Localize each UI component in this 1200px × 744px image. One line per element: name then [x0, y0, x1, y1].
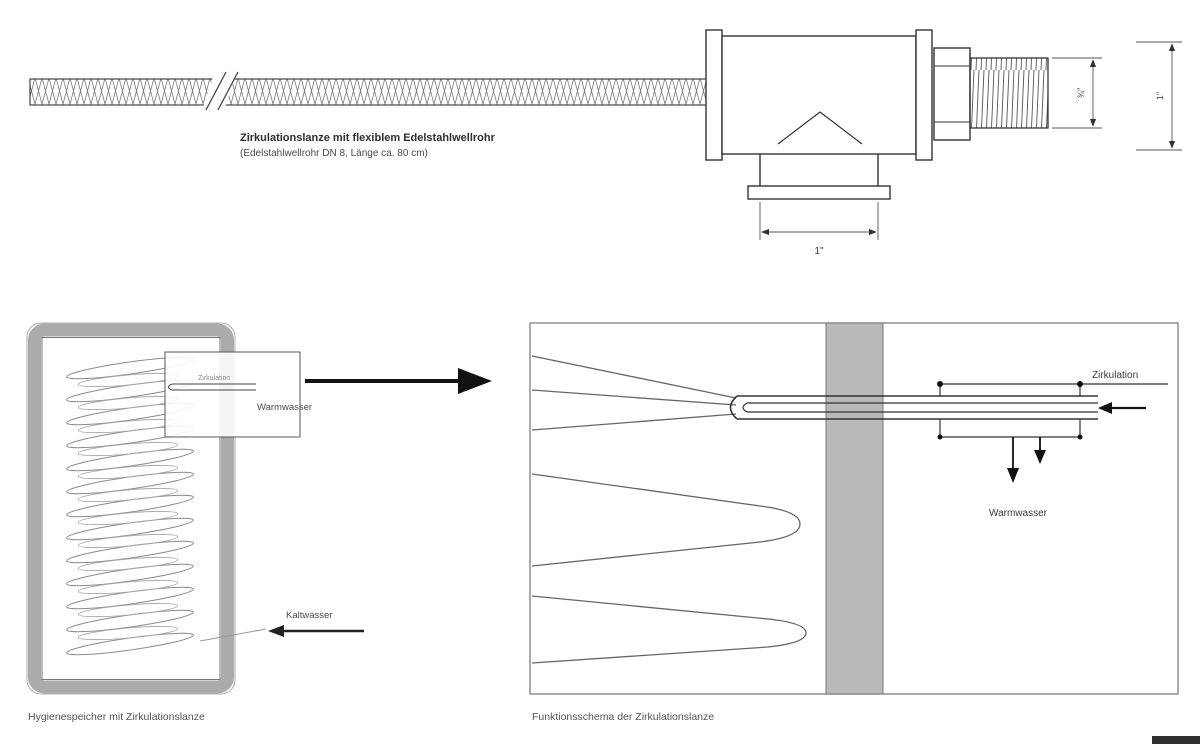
dimension-branch: 1": [759, 202, 879, 257]
caption-right: Funktionsschema der Zirkulationslanze: [532, 711, 714, 723]
hex-nut: [933, 47, 971, 141]
circulation-arrowhead: [1098, 402, 1112, 414]
pipe-junction-dot: [1077, 381, 1083, 387]
corner-mark: [1152, 736, 1200, 744]
drawing-title: Zirkulationslanze mit flexiblem Edelstah…: [240, 132, 496, 144]
left-flange: [705, 29, 723, 161]
circulation-piping: Zirkulation: [937, 370, 1168, 414]
cold-water-callout: Kaltwasser: [199, 610, 364, 642]
warmwater-arrowhead: [1007, 468, 1019, 483]
function-schematic: Zirkulation Warmwasser: [529, 322, 1179, 695]
heat-exchanger-coil: [66, 356, 194, 656]
warm-water-piping: Warmwasser: [937, 419, 1083, 519]
zoom-arrow: [305, 368, 492, 394]
dimension-outer: 1": [1136, 41, 1182, 151]
zoom-box-frame: [164, 351, 301, 438]
dim-thread-label: ¾": [1076, 88, 1086, 99]
warmwater-arrowhead: [1034, 450, 1046, 464]
drawing-subtitle: (Edelstahlwellrohr DN 8, Länge ca. 80 cm…: [240, 148, 428, 159]
branch-stub: [759, 154, 879, 186]
zoom-warmwasser-label: Warmwasser: [257, 402, 312, 413]
lance-tip-lines: [167, 383, 256, 391]
kaltwasser-label: Kaltwasser: [286, 610, 332, 621]
hex-nut-facets: [934, 65, 970, 123]
schematic-coil-tubes: [531, 355, 807, 664]
tank-outer-edge: [26, 322, 236, 695]
zoom-arrowhead: [458, 368, 492, 394]
tank-inner-wall: [41, 337, 221, 680]
fitting-body: [721, 35, 917, 155]
branch-collar: [747, 185, 891, 200]
pipe-break-symbol: [202, 71, 239, 111]
pipe-junction-dot: [937, 381, 943, 387]
pipe-junction-dot: [1077, 434, 1083, 440]
dim-branch-label: 1": [814, 246, 824, 257]
tank-wall-band: [825, 322, 884, 695]
threaded-stub: [969, 57, 1049, 129]
zirkulation-label: Zirkulation: [1092, 370, 1138, 381]
tank-view: Zirkulation Warmwasser Kaltwasser: [26, 322, 492, 695]
lance-technical-drawing: 1" ¾" 1" Zirkulationslanze mit flexiblem…: [29, 29, 1182, 257]
circulation-lance: [729, 395, 1098, 420]
kaltwasser-arrowhead: [268, 625, 284, 637]
warmwasser-label: Warmwasser: [989, 508, 1048, 519]
caption-left: Hygienespeicher mit Zirkulationslanze: [28, 711, 205, 723]
t-fitting: [705, 29, 1049, 200]
inner-funnel: [777, 111, 863, 145]
dimension-thread: ¾": [1052, 57, 1102, 129]
right-flange: [915, 29, 933, 161]
corrugated-pipe: [29, 78, 714, 106]
pipe-junction-dot: [937, 434, 943, 440]
dim-outer-label: 1": [1155, 92, 1165, 100]
zoom-detail-box: Zirkulation Warmwasser: [164, 351, 312, 438]
zoom-small-label: Zirkulation: [198, 375, 230, 382]
